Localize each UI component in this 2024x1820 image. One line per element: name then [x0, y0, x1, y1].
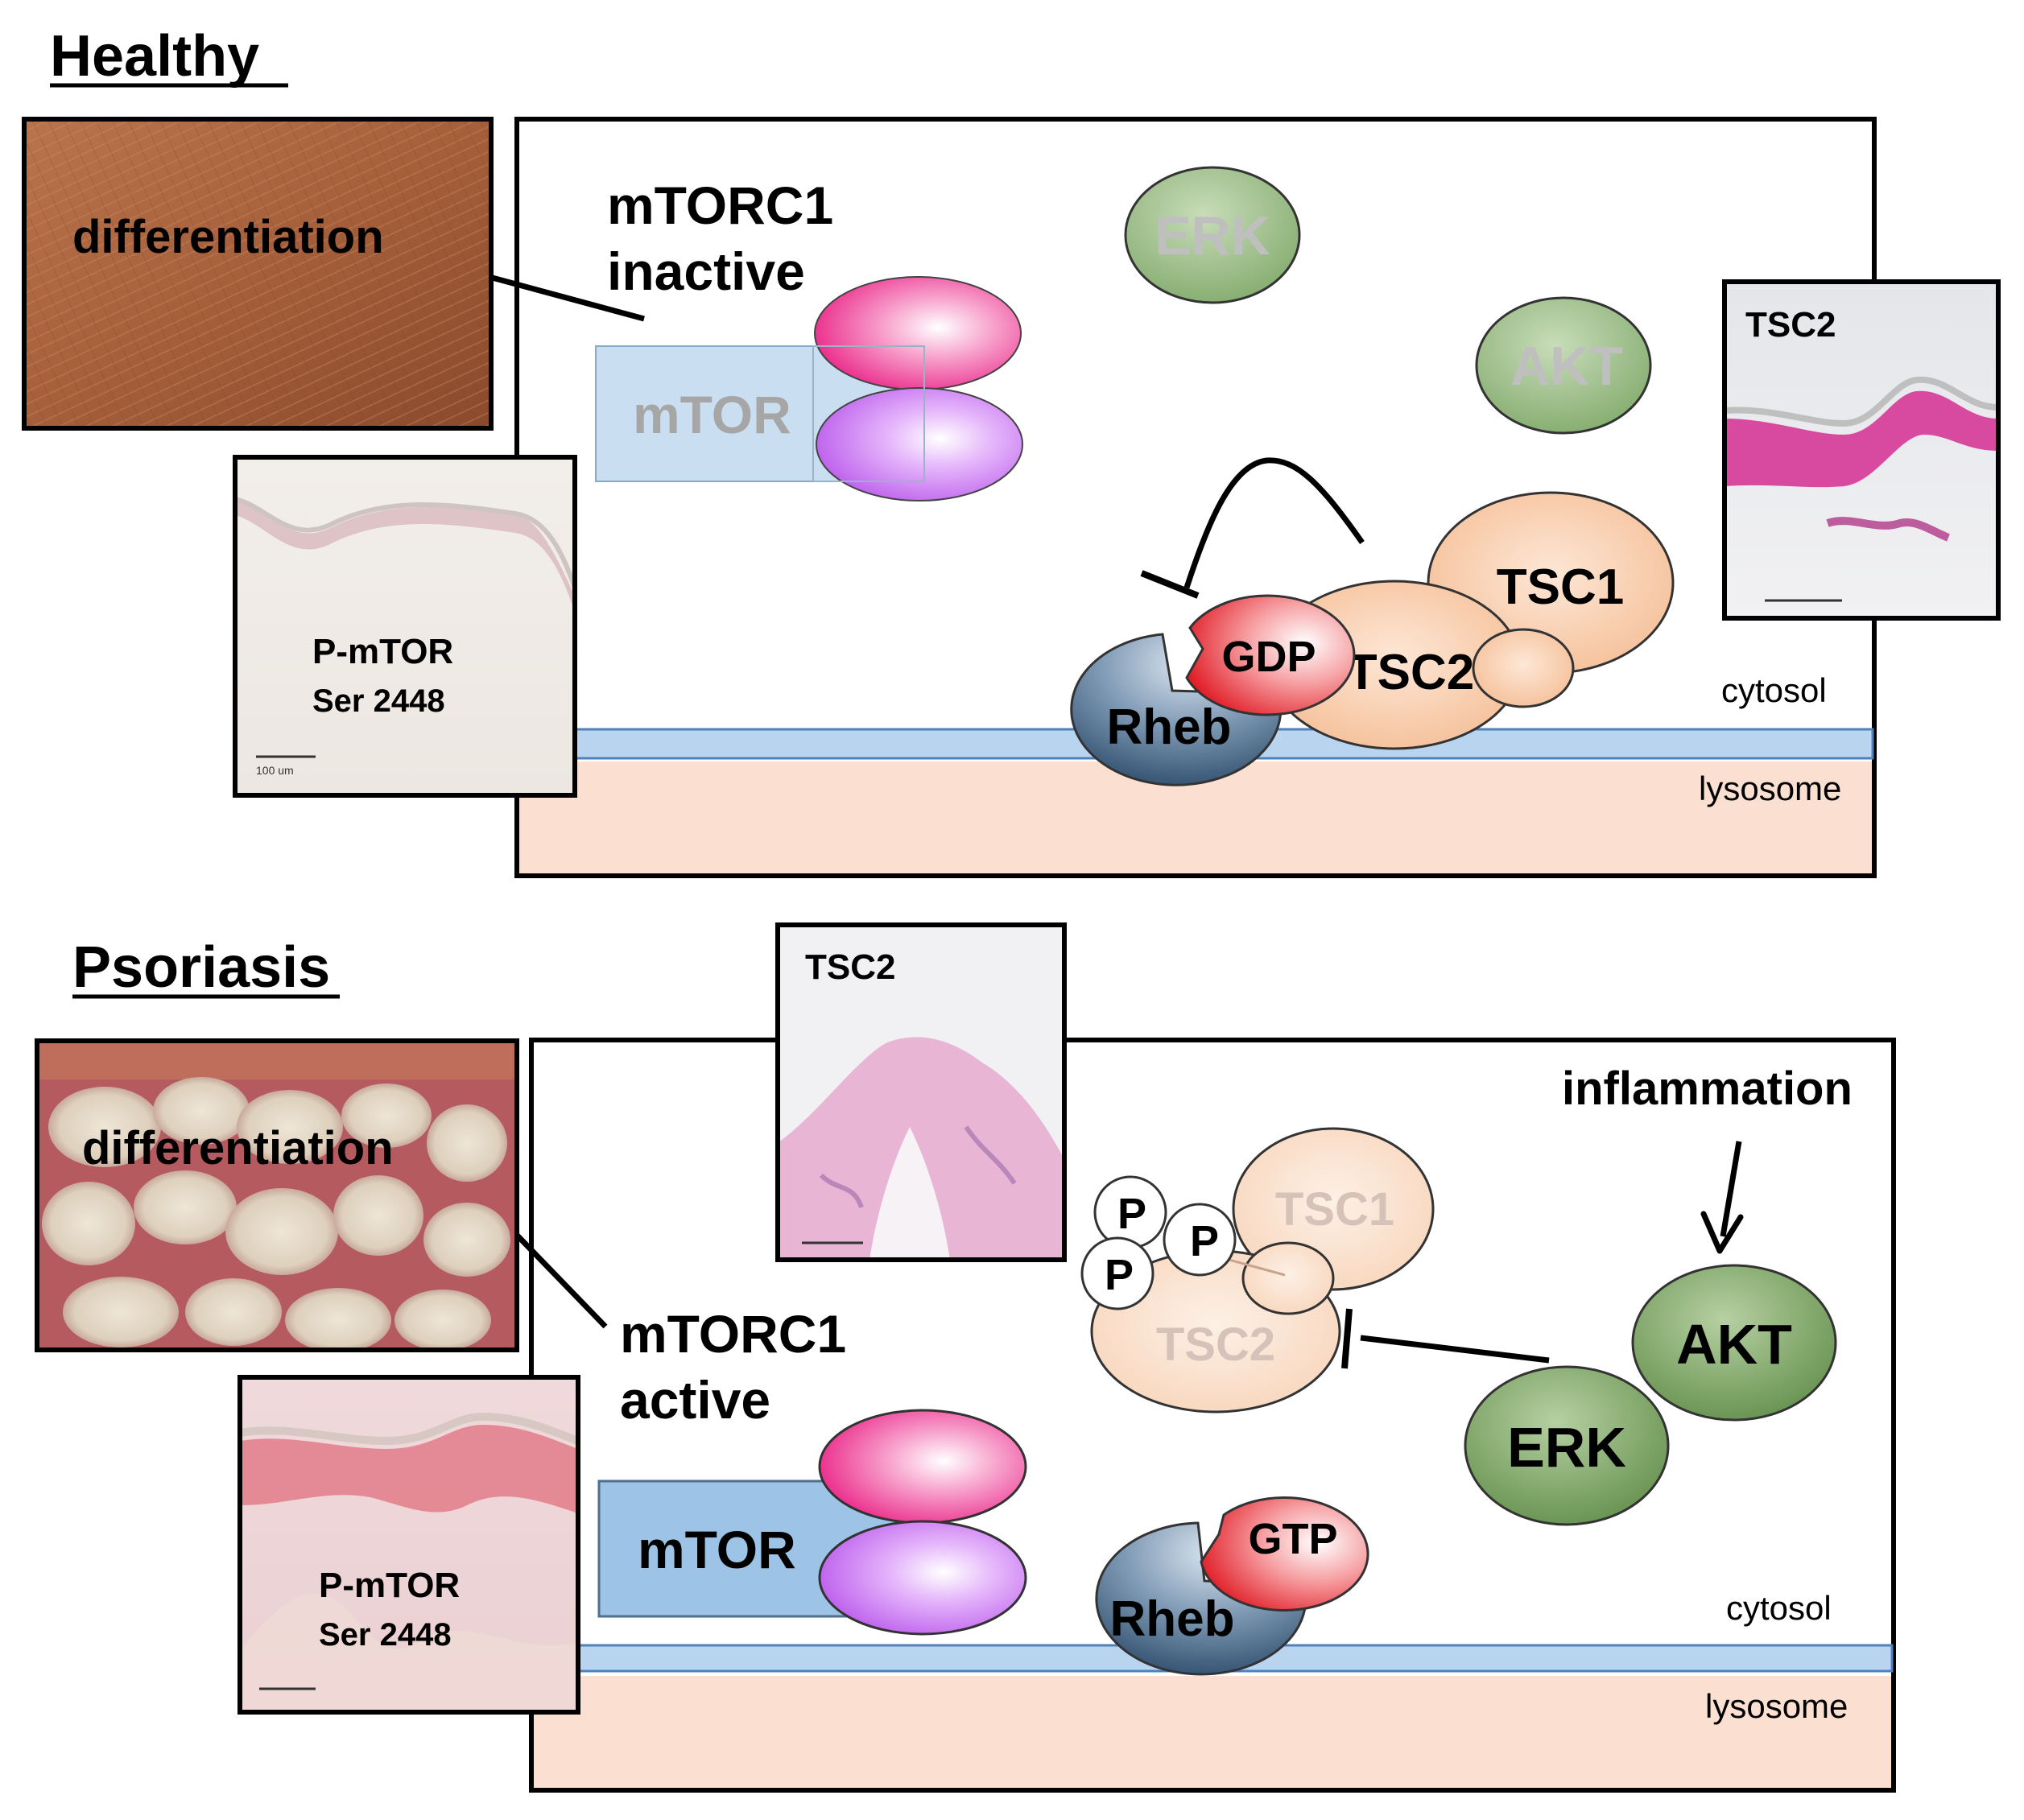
- healthy-erk-oval: [1124, 166, 1301, 304]
- healthy-akt-label: AKT: [1510, 336, 1623, 397]
- psoriasis-lysosome-label: lysosome: [1705, 1687, 1848, 1725]
- healthy-arrow-to-differentiation: [465, 267, 645, 322]
- psoriasis-erk-oval: [1464, 1365, 1670, 1526]
- psoriasis-akt-oval: [1631, 1264, 1837, 1422]
- psoriasis-gtp-label: GTP: [1248, 1515, 1337, 1563]
- psoriasis-inflammation-arrow: [1720, 1141, 1742, 1237]
- psoriasis-skin-differentiation-label: differentiation: [82, 1122, 394, 1174]
- healthy-tsc1-label: TSC1: [1497, 559, 1624, 615]
- healthy-mtorc1-line2: inactive: [607, 241, 805, 301]
- psoriasis-inhibit-tsc-bar: [1341, 1308, 1353, 1369]
- psoriasis-phospho-circle-3: [1080, 1236, 1155, 1310]
- psoriasis-erk-label: ERK: [1507, 1416, 1626, 1479]
- healthy-gdp-label: GDP: [1221, 633, 1316, 681]
- healthy-tsc2-label: TSC2: [1347, 645, 1474, 700]
- healthy-erk-label: ERK: [1155, 205, 1270, 266]
- psoriasis-raptor-oval: [818, 1409, 1027, 1525]
- psoriasis-phospho-label-3: P: [1105, 1251, 1134, 1299]
- healthy-tsc2-histology: [1722, 279, 2001, 621]
- psoriasis-cytosol-label: cytosol: [1726, 1589, 1832, 1627]
- healthy-raptor-oval: [814, 276, 1022, 390]
- healthy-lysosome-label: lysosome: [1699, 770, 1841, 807]
- psoriasis-title: Psoriasis: [72, 935, 330, 1000]
- healthy-histo-scale-label: 100 um: [256, 764, 294, 777]
- psoriasis-akt-label: AKT: [1676, 1313, 1792, 1376]
- healthy-rictor-oval: [816, 387, 1023, 501]
- psoriasis-lysosome: [534, 1676, 1891, 1788]
- psoriasis-rheb-label: Rheb: [1110, 1591, 1235, 1647]
- psoriasis-mtorc1-line2: active: [620, 1370, 770, 1430]
- healthy-mtor-label: mTOR: [633, 385, 791, 444]
- healthy-mtorc1-line1: mTORC1: [607, 175, 833, 235]
- healthy-skin-photo: [22, 117, 494, 431]
- healthy-pmtor-histology: [233, 455, 577, 798]
- psoriasis-rictor-oval: [818, 1520, 1027, 1636]
- healthy-histo-tsc2-label: TSC2: [1745, 305, 1836, 345]
- healthy-histo-pmtor-line2: Ser 2448: [312, 683, 445, 719]
- psoriasis-phospho-label-1: P: [1117, 1190, 1146, 1238]
- psoriasis-phospho-circle-2: [1163, 1203, 1237, 1277]
- psoriasis-rheb-shape: [1095, 1521, 1307, 1676]
- psoriasis-tsc2-label: TSC2: [1156, 1319, 1275, 1371]
- healthy-title: Healthy: [50, 24, 259, 89]
- healthy-tsc2-inhibit-bar: [1140, 570, 1200, 599]
- healthy-rheb-shape: [1070, 633, 1283, 786]
- healthy-mtor-box-overlap: [812, 345, 925, 482]
- psoriasis-histo-tsc2-label: TSC2: [805, 947, 895, 987]
- healthy-gdp-shape: [1185, 594, 1356, 716]
- psoriasis-histo-pmtor-line2: Ser 2448: [319, 1617, 452, 1653]
- healthy-histo-pmtor-line1: P-mTOR: [312, 632, 453, 671]
- psoriasis-histo-pmtor-line1: P-mTOR: [319, 1566, 460, 1605]
- healthy-tsc1-small-oval: [1472, 628, 1575, 708]
- psoriasis-skin-photo: [35, 1038, 519, 1352]
- healthy-rheb-label: Rheb: [1107, 700, 1232, 755]
- psoriasis-inhibit-tsc-line: [1360, 1335, 1550, 1364]
- psoriasis-mtor-label: mTOR: [638, 1520, 796, 1579]
- psoriasis-tsc1-small-oval: [1241, 1241, 1335, 1315]
- psoriasis-tsc1-label: TSC1: [1275, 1183, 1394, 1236]
- healthy-akt-oval: [1475, 296, 1652, 435]
- psoriasis-inflammation-label: inflammation: [1562, 1063, 1853, 1115]
- psoriasis-inflammation-arrowhead: [1700, 1211, 1744, 1254]
- psoriasis-pmtor-histology: [238, 1375, 580, 1715]
- psoriasis-gtp-shape: [1200, 1496, 1369, 1612]
- healthy-tsc2-inhibit-curve: [1183, 457, 1365, 589]
- healthy-skin-differentiation-label: differentiation: [72, 211, 384, 263]
- psoriasis-phospho-label-2: P: [1190, 1217, 1219, 1265]
- psoriasis-mtorc1-line1: mTORC1: [620, 1304, 846, 1364]
- healthy-cytosol-label: cytosol: [1721, 671, 1827, 709]
- psoriasis-tsc2-histology: [775, 922, 1067, 1262]
